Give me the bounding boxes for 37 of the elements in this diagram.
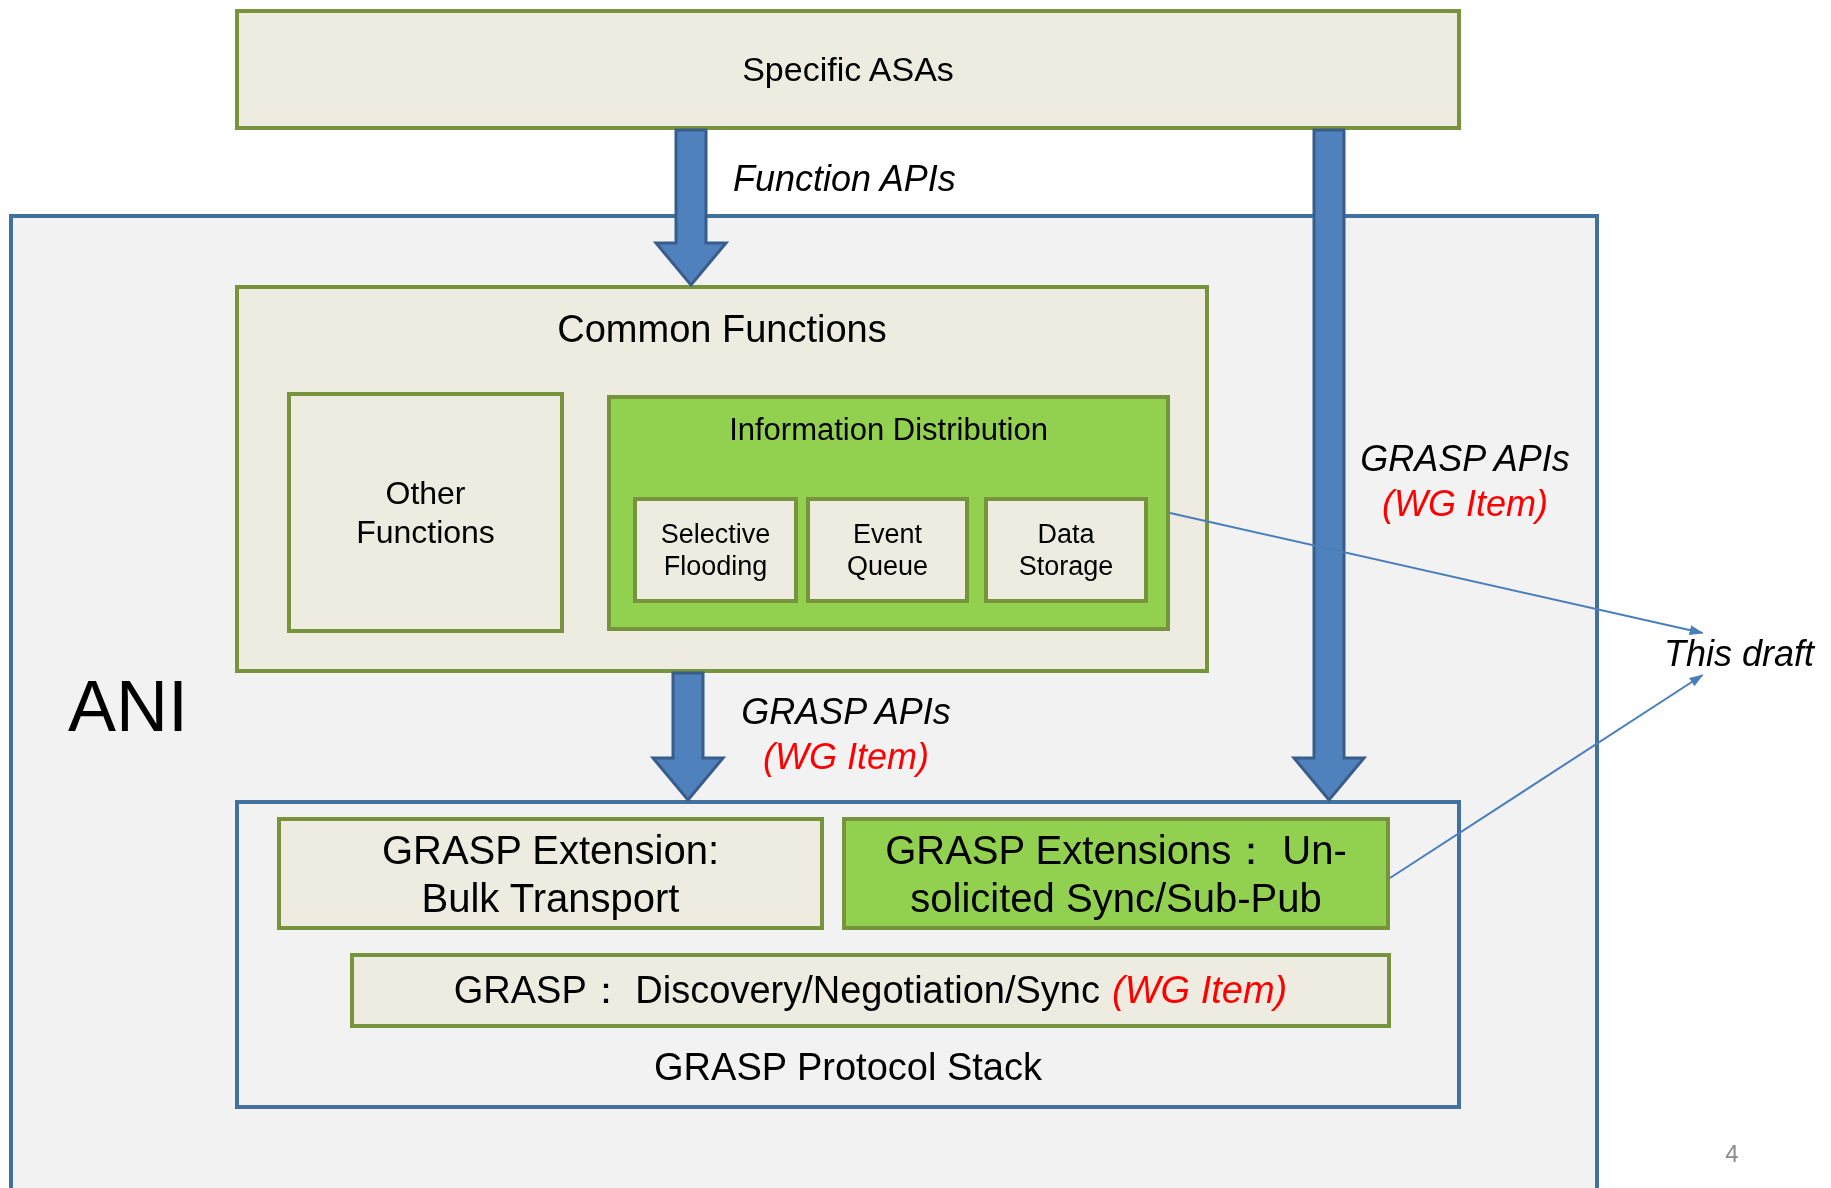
annotation-label: This draft — [1663, 632, 1814, 676]
page-number: 4 — [1725, 1140, 1739, 1169]
arrow — [1169, 512, 1704, 635]
arrow — [1389, 674, 1704, 879]
component-box — [607, 395, 1170, 631]
box-heading: GRASP Protocol Stack — [653, 1045, 1043, 1091]
box-heading: Common Functions — [556, 307, 888, 352]
component-box — [350, 953, 1391, 1028]
status-note: (WG Item) — [1112, 969, 1288, 1011]
block-arrow — [649, 671, 727, 803]
box-label: GRASP Extensions： Un-solicited Sync/Sub-Pub — [884, 826, 1348, 922]
box-label: Selective Flooding — [659, 517, 772, 583]
component-box — [842, 817, 1390, 930]
component-box — [287, 392, 564, 633]
box-label: GRASP Extension: Bulk Transport — [380, 826, 721, 922]
box-label: Other Functions — [355, 474, 496, 551]
edge-label: Function APIs — [733, 157, 956, 201]
container-box — [235, 800, 1461, 1109]
edge-label: GRASP APIs — [1360, 437, 1570, 481]
container-box — [9, 214, 1599, 1188]
component-box — [806, 497, 969, 603]
box-heading: Information Distribution — [728, 411, 1049, 449]
box-heading: ANI — [68, 665, 189, 748]
edge-label: GRASP APIs — [741, 690, 951, 734]
box-label: Data Storage — [1017, 517, 1115, 583]
box-label: GRASP： Discovery/Negotiation/Sync — [453, 969, 1100, 1011]
component-box — [277, 817, 824, 930]
component-box — [984, 497, 1148, 603]
component-box — [633, 497, 798, 603]
box-label: Event Queue — [845, 517, 930, 583]
block-arrow — [1290, 128, 1368, 803]
block-arrow — [652, 128, 730, 288]
component-box — [235, 285, 1209, 673]
box-label: Specific ASAs — [742, 49, 954, 90]
component-box — [235, 9, 1461, 130]
status-note: (WG Item) — [763, 735, 929, 779]
status-note: (WG Item) — [1382, 482, 1548, 526]
